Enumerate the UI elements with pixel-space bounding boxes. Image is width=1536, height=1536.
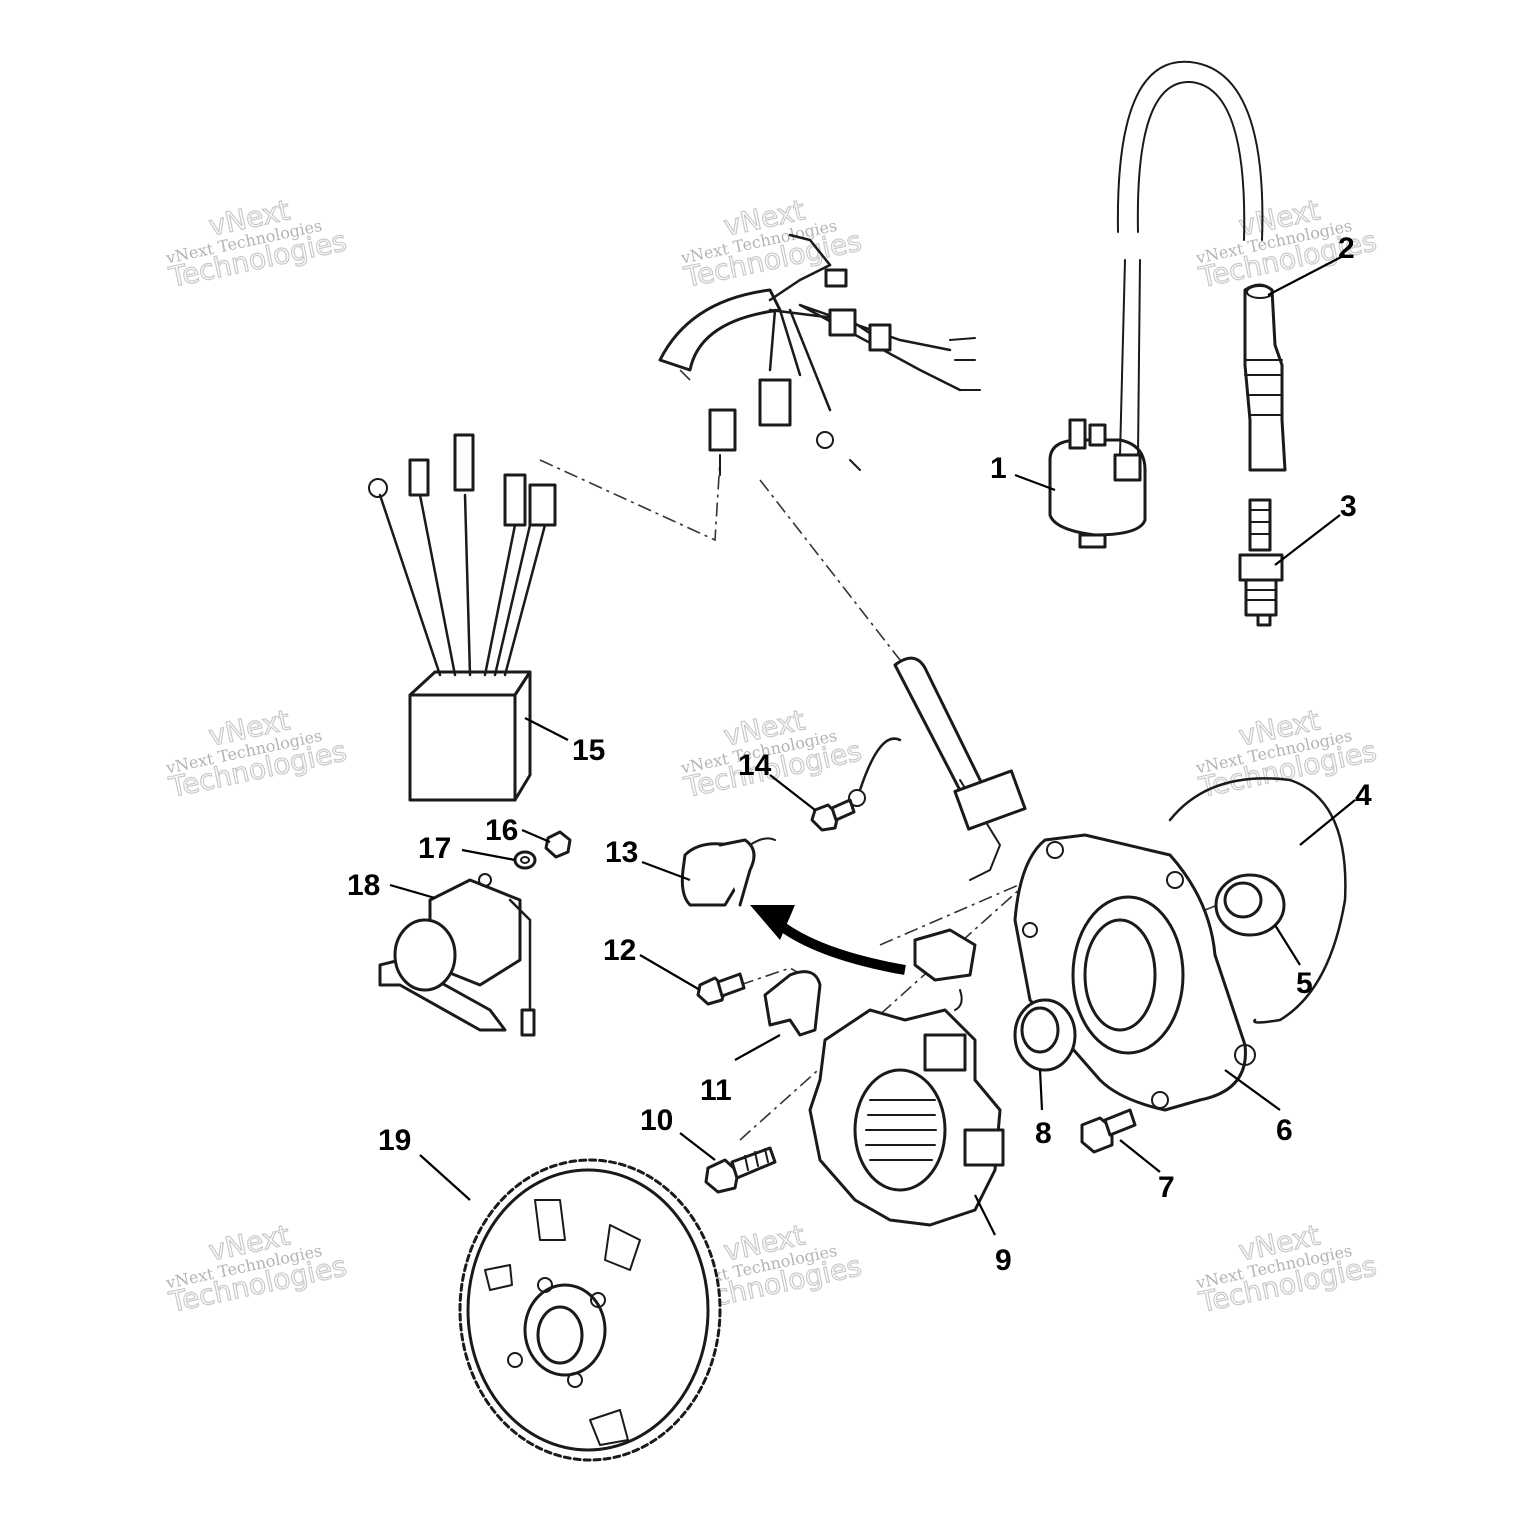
callout-5: 5 — [1296, 967, 1313, 1000]
flywheel — [458, 1158, 722, 1462]
ground-screw — [810, 737, 902, 832]
stator-bolt — [704, 1146, 777, 1194]
stator-lead-harness — [893, 656, 1027, 982]
nut — [544, 830, 572, 859]
oil-seal-main — [1013, 998, 1077, 1072]
callout-4: 4 — [1355, 779, 1372, 812]
callout-2: 2 — [1338, 232, 1355, 265]
clamp-screw — [696, 972, 746, 1006]
stator — [808, 989, 1005, 1227]
callout-9: 9 — [995, 1244, 1012, 1277]
oil-seal-small — [1214, 873, 1286, 937]
direction-arrow — [750, 905, 906, 975]
pickup-sensor — [680, 837, 776, 907]
leader-lines — [389, 254, 1356, 1236]
callout-13: 13 — [605, 836, 638, 869]
callout-15: 15 — [572, 734, 605, 767]
washer — [513, 850, 537, 870]
callout-8: 8 — [1035, 1117, 1052, 1150]
callout-17: 17 — [418, 832, 451, 865]
callout-12: 12 — [603, 934, 636, 967]
spark-plug-boot — [1243, 283, 1287, 472]
wiring-harness — [658, 233, 981, 476]
callout-14: 14 — [738, 749, 772, 782]
stator-housing — [1013, 833, 1256, 1112]
callout-7: 7 — [1158, 1171, 1175, 1204]
callout-11: 11 — [700, 1074, 732, 1107]
housing-bolt — [1080, 1108, 1137, 1154]
ignition-coil — [1048, 60, 1264, 549]
callout-6: 6 — [1276, 1114, 1293, 1147]
rectifier-regulator — [368, 433, 557, 802]
callout-3: 3 — [1340, 490, 1357, 523]
callout-labels: 1 2 3 4 5 6 7 8 9 10 11 12 13 14 15 16 1… — [347, 232, 1372, 1277]
starter-solenoid — [378, 873, 536, 1037]
callout-1: 1 — [990, 452, 1007, 485]
callout-16: 16 — [485, 814, 518, 847]
callout-18: 18 — [347, 869, 380, 902]
assembly-lines — [539, 359, 1231, 1141]
wire-clamp — [763, 970, 822, 1037]
callout-19: 19 — [378, 1124, 411, 1157]
o-ring — [1168, 777, 1347, 1024]
spark-plug — [1238, 498, 1284, 627]
callout-10: 10 — [640, 1104, 673, 1137]
